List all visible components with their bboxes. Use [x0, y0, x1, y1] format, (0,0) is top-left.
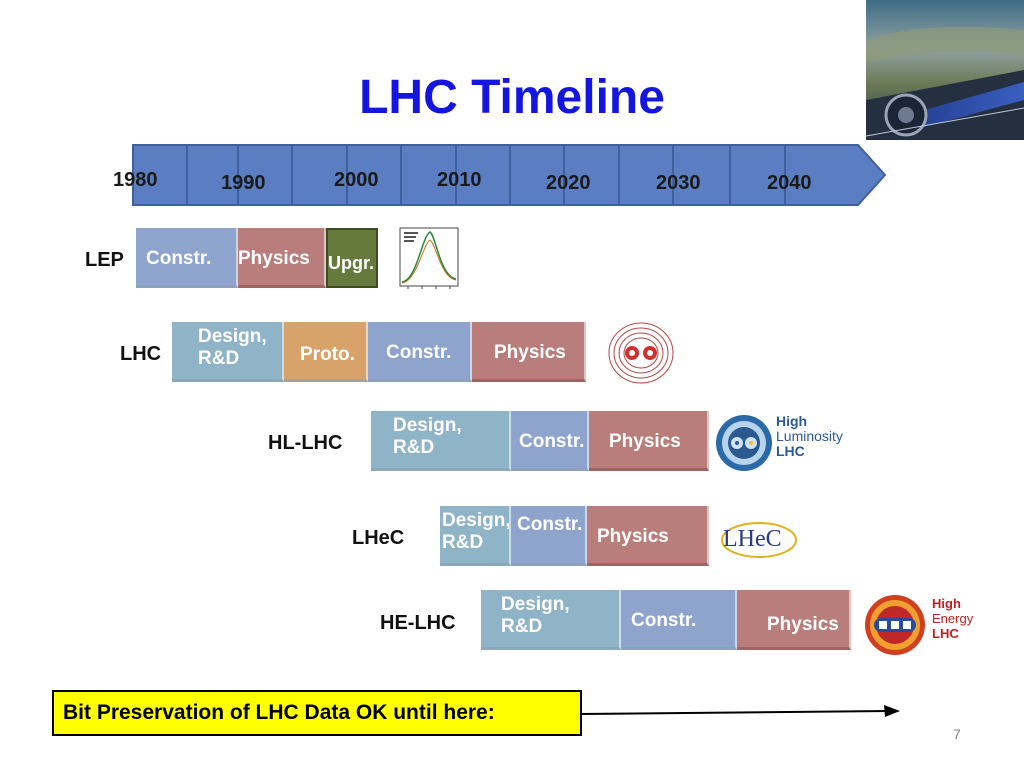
timeline-dividers [186, 145, 786, 205]
lhc-proto-segment: Proto. [284, 322, 368, 382]
high-energy-logo-text: High Energy LHC [932, 596, 974, 641]
row-label-hl-lhc: HL-LHC [268, 432, 343, 454]
row-label-lep: LEP [85, 249, 124, 271]
hl-lhc-design-segment: Design,R&D [371, 411, 511, 471]
he-lhc-constr-segment: Constr. [621, 590, 737, 650]
lep-upgr-segment: Upgr. [326, 228, 378, 288]
lep-physics-segment: Physics [238, 228, 326, 288]
slide-title: LHC Timeline [359, 71, 665, 124]
bit-preservation-note: Bit Preservation of LHC Data OK until he… [52, 690, 582, 736]
lhc-tunnel-photo [866, 0, 1024, 140]
high-luminosity-logo-text: High Luminosity LHC [776, 413, 843, 459]
year-2030: 2030 [656, 172, 701, 194]
row-label-lhec: LHeC [352, 527, 405, 549]
preservation-arrow [580, 705, 900, 717]
year-2040: 2040 [767, 172, 812, 194]
lhec-design-segment: Design,R&D [440, 506, 511, 566]
hl-lhc-physics-segment: Physics [589, 411, 709, 471]
lhc-physics-segment: Physics [472, 322, 586, 382]
lhec-logo-text: LHeC [723, 526, 782, 552]
lhc-design-segment: Design,R&D [172, 322, 284, 382]
lhec-constr-segment: Constr. [511, 506, 587, 566]
row-label-he-lhc: HE-LHC [380, 612, 456, 634]
year-1990: 1990 [221, 172, 266, 194]
timeline-arrow [132, 144, 887, 206]
lhc-dipole-icon [608, 322, 674, 384]
he-lhc-design-segment: Design,R&D [481, 590, 621, 650]
year-2000: 2000 [334, 169, 379, 191]
lhec-logo-icon: LHeC [720, 520, 798, 560]
lep-constr-segment: Constr. [136, 228, 238, 288]
year-2020: 2020 [546, 172, 591, 194]
high-energy-logo-icon [865, 595, 925, 655]
z-resonance-plot-icon [392, 224, 462, 296]
year-2010: 2010 [437, 169, 482, 191]
he-lhc-physics-segment: Physics [737, 590, 851, 650]
lhec-physics-segment: Physics [587, 506, 709, 566]
high-luminosity-logo-icon [716, 415, 772, 471]
hl-lhc-constr-segment: Constr. [511, 411, 589, 471]
page-number: 7 [953, 726, 961, 742]
year-1980: 1980 [113, 169, 158, 191]
lhc-constr-segment: Constr. [368, 322, 472, 382]
row-label-lhc: LHC [120, 343, 162, 365]
